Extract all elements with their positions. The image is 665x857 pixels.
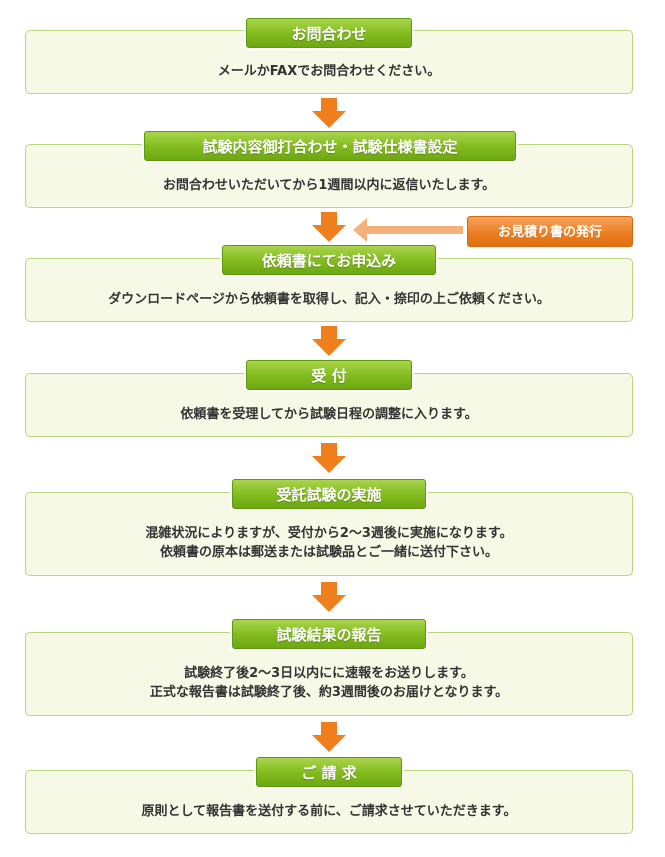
arrow-down-icon (312, 443, 346, 473)
arrow-down-icon (312, 212, 346, 242)
step-title-reception: 受 付 (246, 360, 412, 390)
step-description: 依頼書の原本は郵送または試験品とご一緒に送付下さい。 (159, 545, 498, 560)
step-description: メールかFAXでお問合わせください。 (217, 64, 441, 79)
arrow-left-icon (353, 218, 463, 242)
step-description: ダウンロードページから依頼書を取得し、記入・捺印の上ご依頼ください。 (108, 292, 550, 307)
step-description: 正式な報告書は試験終了後、約3週間後のお届けとなります。 (149, 685, 509, 700)
arrow-down-icon (312, 722, 346, 752)
step-title-inquiry: お問合わせ (246, 18, 412, 48)
step-box-billing: 原則として報告書を送付する前に、ご請求させていただきます。 (25, 770, 633, 834)
step-title-testing: 受託試験の実施 (232, 479, 426, 509)
step-title-billing: ご 請 求 (256, 757, 402, 787)
step-description: 試験終了後2～3日以内にに速報をお送りします。 (184, 666, 474, 681)
step-box-testing: 混雑状況によりますが、受付から2～3週後に実施になります。 依頼書の原本は郵送ま… (25, 492, 633, 576)
arrow-down-icon (312, 582, 346, 612)
step-description: 依頼書を受理してから試験日程の調整に入ります。 (180, 407, 478, 422)
arrow-down-icon (312, 98, 346, 128)
step-box-consultation: お問合わせいただいてから1週間以内に返信いたします。 (25, 144, 633, 208)
step-box-reception: 依頼書を受理してから試験日程の調整に入ります。 (25, 373, 633, 437)
estimate-issuance-badge: お見積り書の発行 (467, 216, 633, 247)
step-description: お問合わせいただいてから1週間以内に返信いたします。 (162, 178, 496, 193)
step-description: 原則として報告書を送付する前に、ご請求させていただきます。 (141, 804, 517, 819)
step-title-consultation: 試験内容御打合わせ・試験仕様書設定 (144, 131, 516, 161)
step-title-report: 試験結果の報告 (232, 619, 426, 649)
step-title-application: 依頼書にてお申込み (222, 245, 436, 275)
step-description: 混雑状況によりますが、受付から2～3週後に実施になります。 (145, 526, 513, 541)
arrow-down-icon (312, 326, 346, 356)
